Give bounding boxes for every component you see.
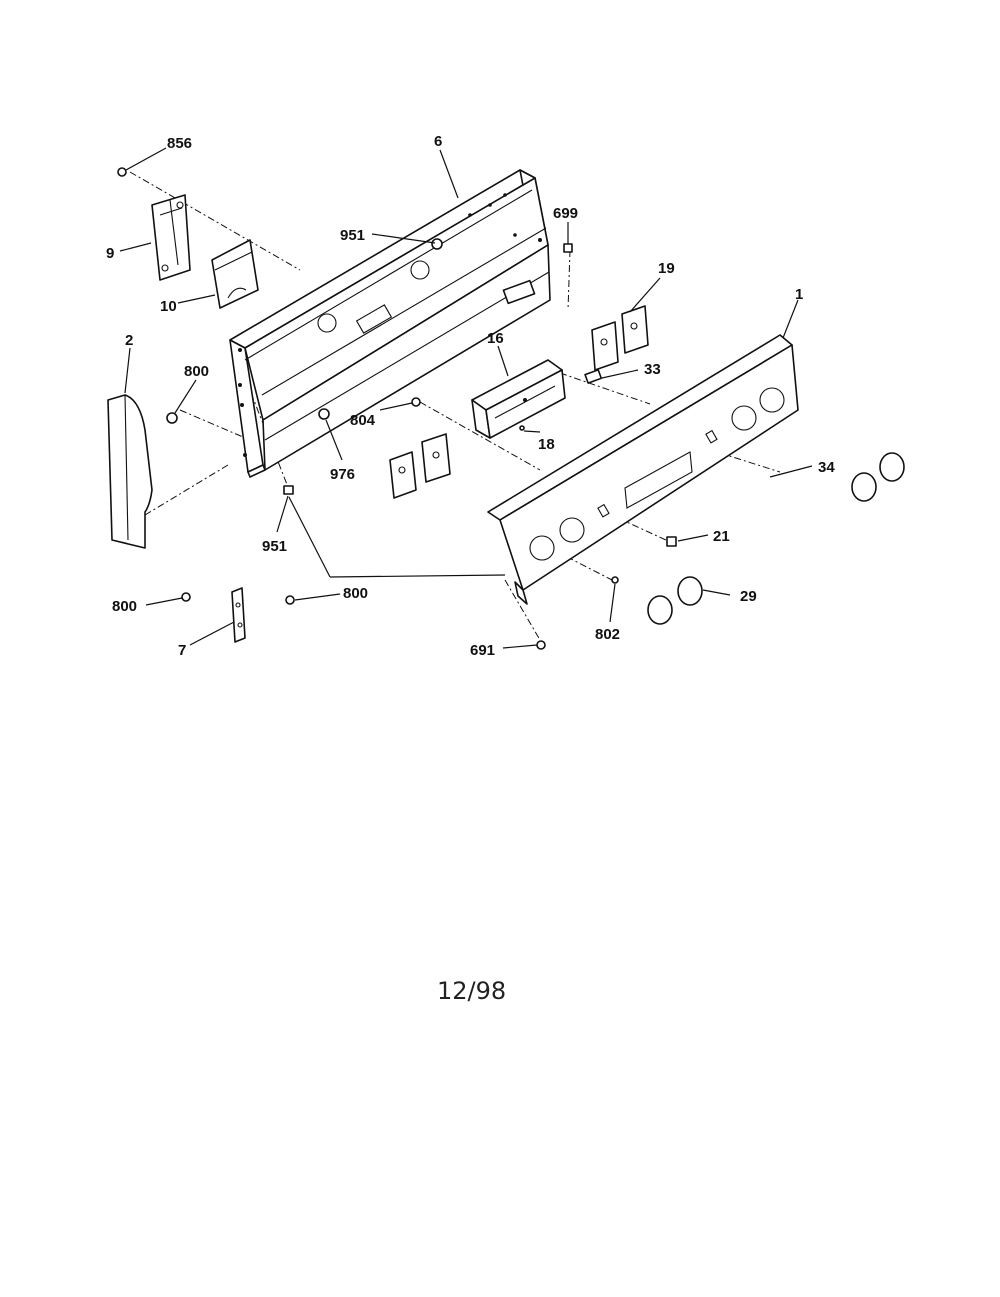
bracket-part-10 (211, 239, 259, 309)
callout-19: 19 (658, 260, 675, 277)
callout-699: 699 (553, 205, 578, 222)
callout-976: 976 (330, 466, 355, 483)
knobs-part-29 (647, 576, 703, 625)
callout-802: 802 (595, 626, 620, 643)
callout-21: 21 (713, 528, 730, 545)
callout-800-left: 800 (112, 598, 137, 615)
leader-lines (119, 147, 813, 649)
timer-module-part-16 (471, 359, 566, 439)
callout-34: 34 (818, 459, 835, 476)
knobs-part-34 (851, 452, 905, 502)
callout-10: 10 (160, 298, 177, 315)
footer-date: 12/98 (437, 977, 506, 1005)
fasteners (117, 167, 677, 650)
callout-691: 691 (470, 642, 495, 659)
callout-33: 33 (644, 361, 661, 378)
callout-800-right: 800 (343, 585, 368, 602)
callout-7: 7 (178, 642, 186, 659)
side-trim-part-2 (107, 394, 153, 549)
callout-856: 856 (167, 135, 192, 152)
clip-part-33 (584, 369, 603, 384)
bracket-part-7 (231, 587, 246, 643)
callout-2: 2 (125, 332, 133, 349)
callout-18: 18 (538, 436, 555, 453)
callout-16: 16 (487, 330, 504, 347)
callout-9: 9 (106, 245, 114, 262)
callout-1: 1 (795, 286, 803, 303)
switch-pair (389, 433, 451, 499)
callout-29: 29 (740, 588, 757, 605)
callout-804: 804 (350, 412, 376, 429)
control-panel-frame-part-6 (229, 169, 551, 478)
callout-951-upper: 951 (340, 227, 365, 244)
callout-6: 6 (434, 133, 442, 150)
front-control-panel-part-1 (487, 334, 799, 605)
callout-labels: 856 6 699 951 9 10 19 1 2 800 16 33 804 … (106, 133, 835, 659)
callout-951-lower: 951 (262, 538, 287, 555)
callout-800-upper: 800 (184, 363, 209, 380)
bracket-part-9 (151, 194, 191, 281)
switch-part-19 (591, 305, 649, 371)
